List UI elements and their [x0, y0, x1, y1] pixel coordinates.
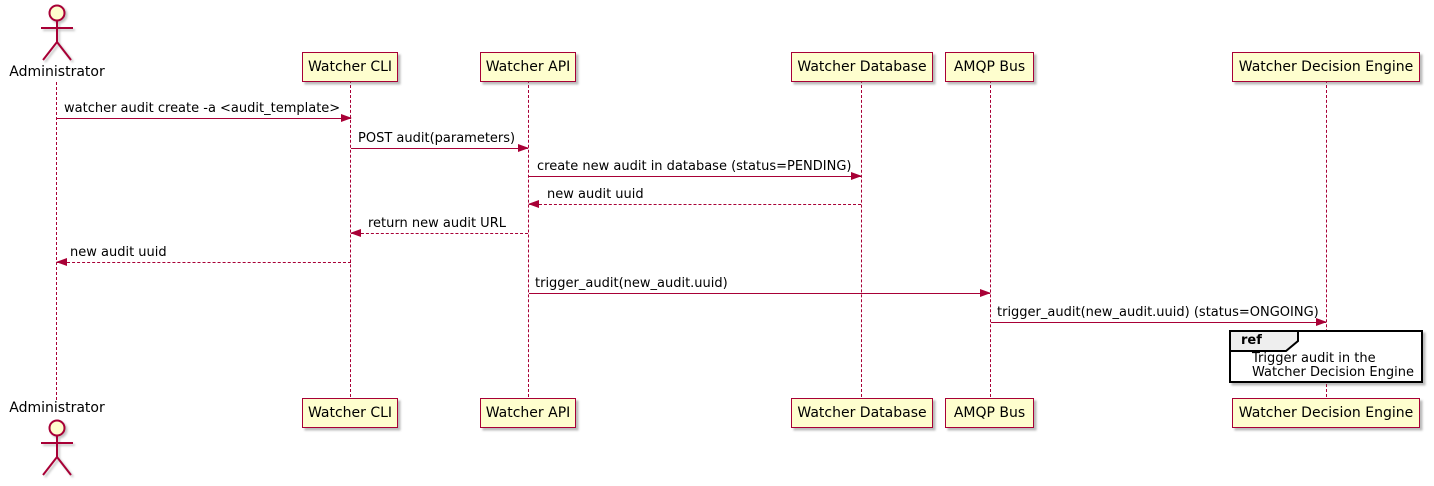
message-label: new audit uuid — [547, 187, 644, 202]
message-label: POST audit(parameters) — [358, 131, 516, 146]
message-label: create new audit in database (status=PEN… — [537, 159, 852, 174]
participant-label: AMQP Bus — [953, 405, 1026, 421]
participant-label: Watcher CLI — [307, 405, 393, 421]
message-6: new audit uuid — [56, 245, 351, 266]
ref-keyword: ref — [1241, 333, 1262, 348]
message-line — [529, 289, 991, 297]
arrowhead-left-icon — [56, 258, 67, 266]
message-5: return new audit URL — [350, 216, 528, 237]
message-label: trigger_audit(new_audit.uuid) — [535, 276, 728, 291]
participant-label: Watcher CLI — [307, 59, 393, 75]
arrowhead-right-icon — [980, 289, 991, 297]
participant-amqp-bus-top: AMQP Bus — [945, 52, 1034, 82]
arrowhead-right-icon — [341, 114, 352, 122]
message-line — [351, 144, 529, 152]
participant-watcher-api-top: Watcher API — [480, 52, 576, 82]
ref-line-1: Trigger audit in the — [1252, 351, 1376, 366]
participant-label: AMQP Bus — [953, 59, 1026, 75]
participant-watcher-decision-engine-top: Watcher Decision Engine — [1232, 52, 1420, 82]
message-line — [528, 200, 861, 208]
lifeline-watcher-decision-engine — [1326, 80, 1327, 397]
arrowhead-left-icon — [350, 229, 361, 237]
message-line — [991, 318, 1327, 326]
message-line — [57, 114, 352, 122]
participant-label: Watcher Decision Engine — [1238, 59, 1414, 75]
message-line — [529, 172, 862, 180]
lifeline-watcher-database — [861, 80, 862, 397]
message-2: POST audit(parameters) — [351, 131, 529, 152]
participant-label: Watcher Decision Engine — [1238, 405, 1414, 421]
lifeline-watcher-api — [528, 80, 529, 397]
message-line — [56, 258, 351, 266]
message-7: trigger_audit(new_audit.uuid) — [529, 276, 991, 297]
ref-fragment: ref Trigger audit in the Watcher Decisio… — [1229, 330, 1423, 383]
actor-icon — [41, 4, 73, 61]
administrator-label-top: Administrator — [9, 64, 105, 80]
ref-header-pentagon — [1229, 330, 1299, 352]
participant-watcher-decision-engine-bottom: Watcher Decision Engine — [1232, 398, 1420, 428]
administrator-label-bottom: Administrator — [9, 400, 105, 416]
message-label: new audit uuid — [70, 245, 167, 260]
participant-watcher-cli-bottom: Watcher CLI — [302, 398, 398, 428]
arrowhead-right-icon — [851, 172, 862, 180]
ref-line-2: Watcher Decision Engine — [1252, 365, 1414, 380]
participant-label: Watcher API — [485, 59, 571, 75]
arrowhead-left-icon — [528, 200, 539, 208]
arrowhead-right-icon — [518, 144, 529, 152]
message-4: new audit uuid — [528, 187, 861, 208]
actor-icon — [41, 419, 73, 476]
participant-label: Watcher Database — [797, 405, 927, 421]
message-1: watcher audit create -a <audit_template> — [57, 101, 352, 122]
message-line — [350, 229, 528, 237]
participant-watcher-database-top: Watcher Database — [791, 52, 933, 82]
lifeline-watcher-cli — [350, 80, 351, 397]
arrowhead-right-icon — [1316, 318, 1327, 326]
message-label: trigger_audit(new_audit.uuid) (status=ON… — [997, 305, 1319, 320]
participant-watcher-database-bottom: Watcher Database — [791, 398, 933, 428]
participant-watcher-cli-top: Watcher CLI — [302, 52, 398, 82]
participant-label: Watcher Database — [797, 59, 927, 75]
lifeline-administrator — [56, 82, 57, 400]
participant-amqp-bus-bottom: AMQP Bus — [945, 398, 1034, 428]
participant-label: Watcher API — [485, 405, 571, 421]
participant-watcher-api-bottom: Watcher API — [480, 398, 576, 428]
message-label: return new audit URL — [368, 216, 506, 231]
lifeline-amqp-bus — [990, 80, 991, 397]
message-3: create new audit in database (status=PEN… — [529, 159, 862, 180]
message-8: trigger_audit(new_audit.uuid) (status=ON… — [991, 305, 1327, 326]
message-label: watcher audit create -a <audit_template> — [64, 101, 341, 116]
